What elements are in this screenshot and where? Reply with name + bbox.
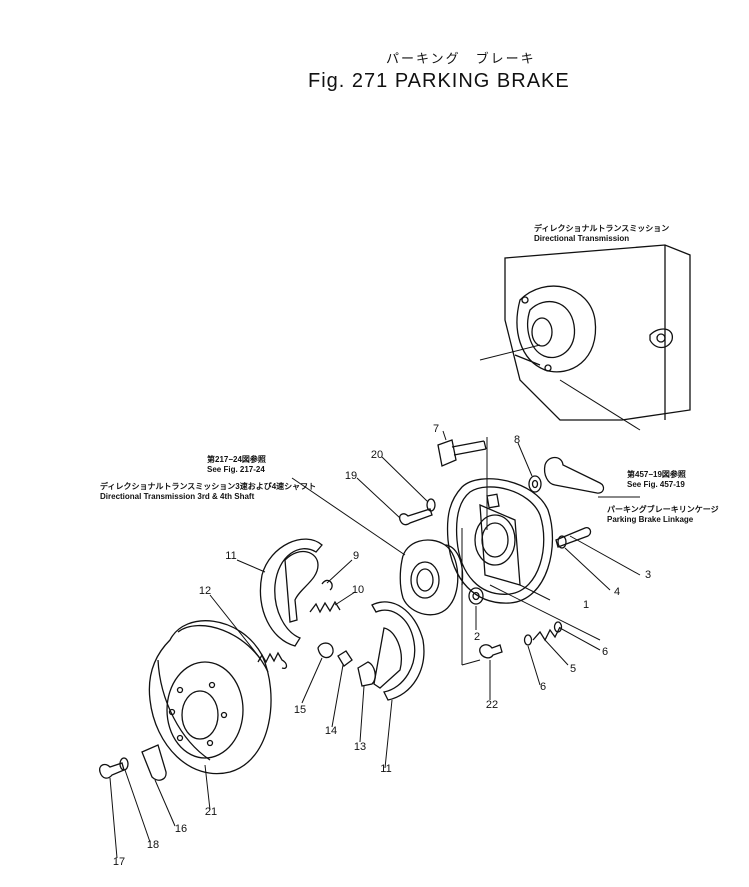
bolt-3 <box>556 528 591 547</box>
washer-20 <box>427 499 435 511</box>
callout-7: 7 <box>432 423 440 435</box>
callout-12: 12 <box>198 585 212 597</box>
washer-6-a <box>525 635 532 645</box>
callout-2: 2 <box>473 631 481 643</box>
callout-6-b: 6 <box>539 681 547 693</box>
spring-10 <box>310 602 340 612</box>
spring-9 <box>322 580 332 590</box>
callout-17: 17 <box>112 856 126 868</box>
callout-9: 9 <box>352 550 360 562</box>
note-transmission-jp: ディレクショナルトランスミッション <box>534 224 670 233</box>
adjuster-15 <box>318 643 333 658</box>
transmission-housing <box>505 245 690 420</box>
brake-drum <box>149 621 271 774</box>
brake-lever <box>545 458 604 494</box>
adjuster-14 <box>338 651 352 666</box>
bolt-19 <box>400 509 432 525</box>
callout-8: 8 <box>513 434 521 446</box>
callout-15: 15 <box>293 704 307 716</box>
callout-10: 10 <box>351 584 365 596</box>
note-see-457-en: See Fig. 457-19 <box>627 480 685 489</box>
callout-14: 14 <box>324 725 338 737</box>
note-see-217-en: See Fig. 217-24 <box>207 465 265 474</box>
note-see-217: 第217−24図参照 See Fig. 217-24 <box>207 455 266 475</box>
washer-6-b <box>555 622 562 632</box>
callout-3: 3 <box>644 569 652 581</box>
nut-2 <box>469 588 483 604</box>
shaft-flange <box>400 540 462 615</box>
bolt-17 <box>100 763 124 778</box>
bolt-7 <box>438 440 486 466</box>
bracket-16 <box>142 745 166 780</box>
brake-shoe-lower <box>372 602 424 700</box>
note-shaft-jp: ディレクショナルトランスミッション3速および4速シャフト <box>100 482 317 491</box>
back-plate <box>448 479 553 603</box>
callout-20: 20 <box>370 449 384 461</box>
page-title: Fig. 271 PARKING BRAKE <box>308 70 570 92</box>
adjuster-13 <box>358 662 375 686</box>
note-see-457-jp: 第457−19図参照 <box>627 470 686 479</box>
washer-8 <box>529 476 541 492</box>
note-see-217-jp: 第217−24図参照 <box>207 455 266 464</box>
note-linkage-jp: パーキングブレーキリンケージ <box>607 505 719 514</box>
note-shaft: ディレクショナルトランスミッション3速および4速シャフト Directional… <box>100 482 316 502</box>
spring-12 <box>258 653 287 668</box>
note-linkage: パーキングブレーキリンケージ Parking Brake Linkage <box>607 505 719 525</box>
brake-shoe-upper <box>260 539 322 646</box>
callout-22: 22 <box>485 699 499 711</box>
callout-11-a: 11 <box>225 550 237 562</box>
note-linkage-en: Parking Brake Linkage <box>607 515 694 524</box>
callout-6-a: 6 <box>601 646 609 658</box>
title-japanese: パーキング ブレーキ <box>386 51 536 66</box>
note-see-457: 第457−19図参照 See Fig. 457-19 <box>627 470 686 490</box>
bolt-22 <box>480 645 502 658</box>
callout-1: 1 <box>582 599 590 611</box>
note-transmission-en: Directional Transmission <box>534 234 630 243</box>
callout-16: 16 <box>174 823 188 835</box>
callout-21: 21 <box>204 806 218 818</box>
callout-18: 18 <box>146 839 160 851</box>
callout-11-b: 11 <box>380 763 392 775</box>
washer-4 <box>558 536 566 548</box>
callout-13: 13 <box>353 741 367 753</box>
note-transmission: ディレクショナルトランスミッション Directional Transmissi… <box>534 224 669 244</box>
spring-5 <box>533 627 560 640</box>
leader-lines <box>110 412 640 858</box>
leader-transmission-2 <box>560 380 640 430</box>
callout-19: 19 <box>344 470 358 482</box>
note-shaft-en: Directional Transmission 3rd & 4th Shaft <box>100 492 255 501</box>
leader-transmission <box>480 345 540 360</box>
callout-5: 5 <box>569 663 577 675</box>
callout-4: 4 <box>613 586 621 598</box>
